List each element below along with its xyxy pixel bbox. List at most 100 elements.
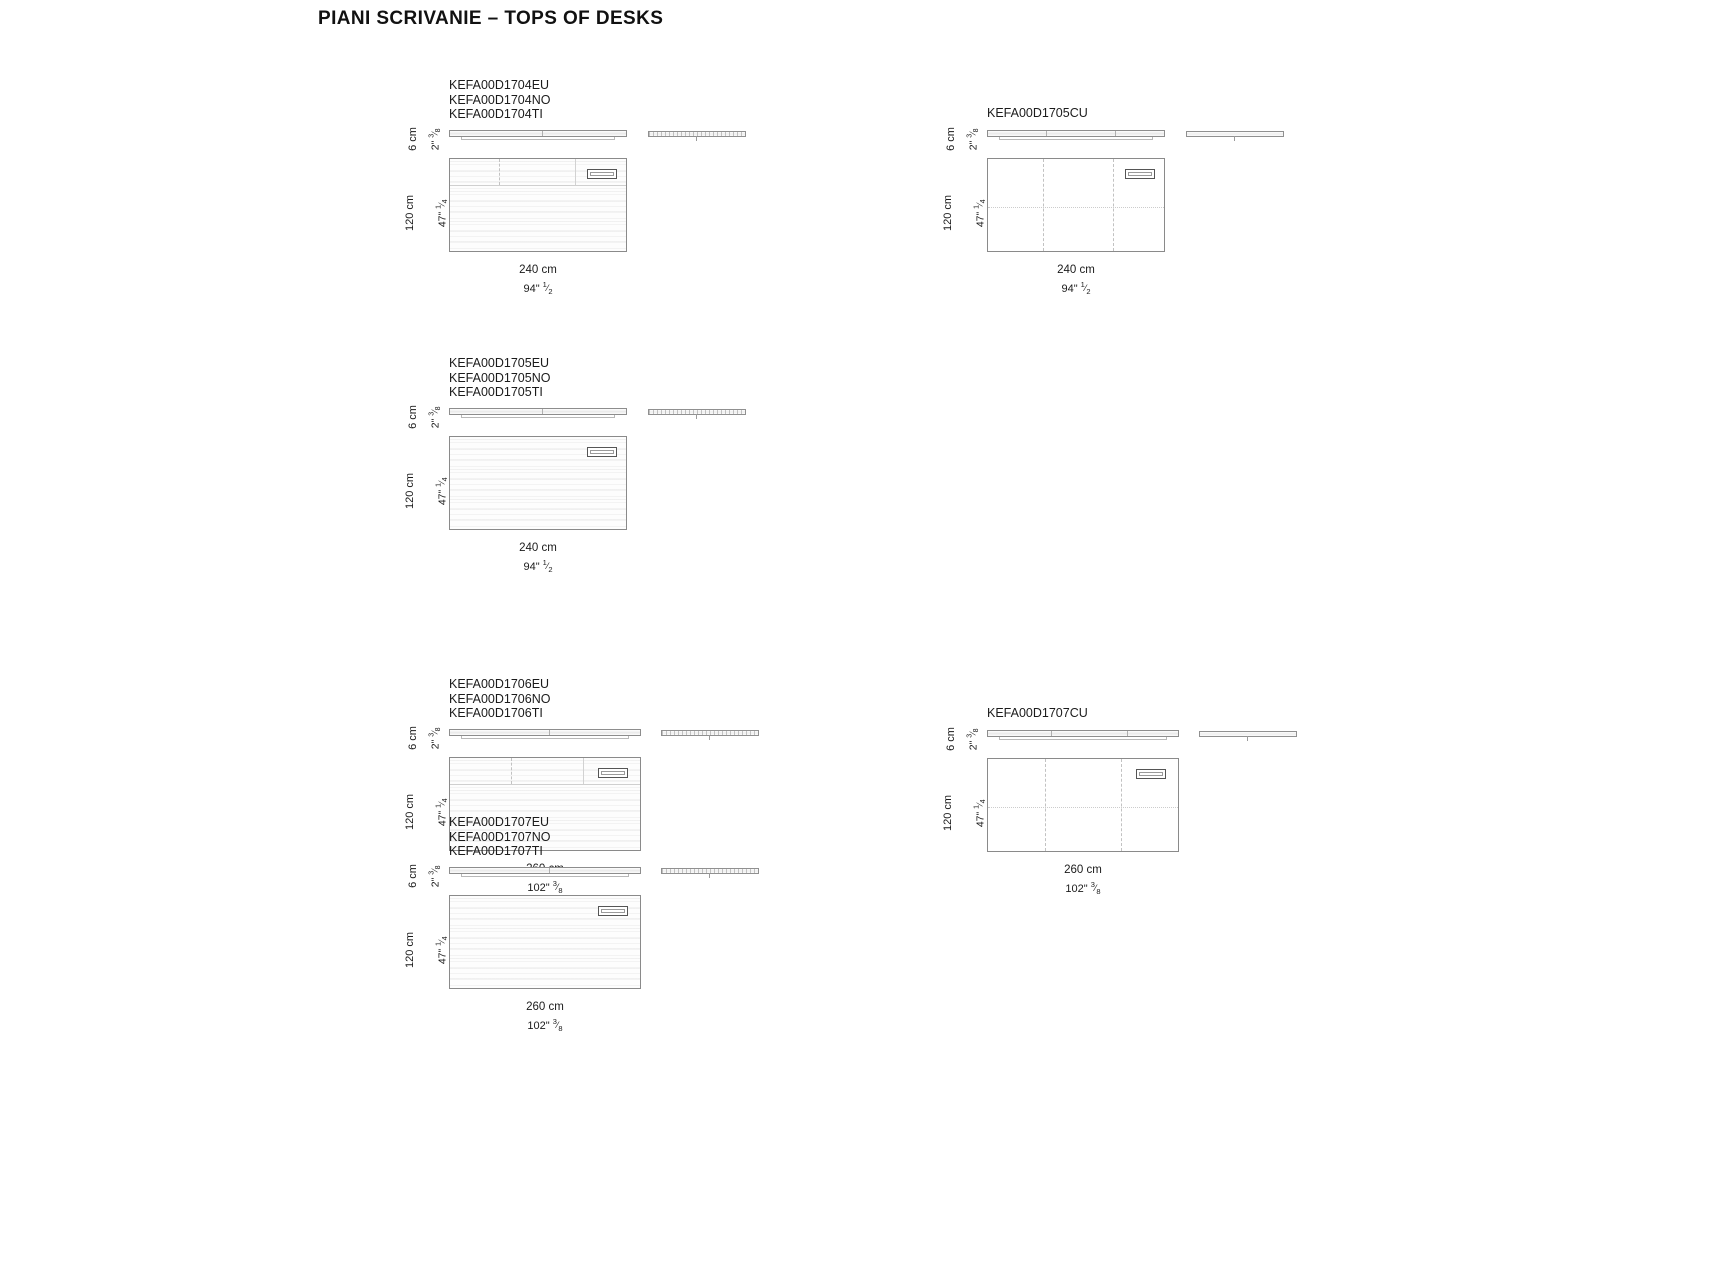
front-elevation xyxy=(987,130,1165,140)
width-inch-label: 94" 1⁄2 xyxy=(523,279,553,296)
height-cm-label: 6 cm xyxy=(406,864,419,888)
product-codes: KEFA00D1705EU KEFA00D1705NO KEFA00D1705T… xyxy=(449,356,550,400)
height-dimension: 6 cm 2" 3⁄8 xyxy=(405,726,445,750)
width-cm-label: 240 cm xyxy=(519,264,557,276)
product-block-kefa1705cu: KEFA00D1705CU 6 cm 2" 3⁄8 120 cm 47" 1⁄4… xyxy=(942,106,1547,306)
cable-grommet xyxy=(598,906,629,916)
panel-seam xyxy=(1126,731,1128,736)
depth-cm-label: 120 cm xyxy=(403,793,416,831)
product-code: KEFA00D1707TI xyxy=(449,844,543,859)
product-code: KEFA00D1704NO xyxy=(449,92,551,107)
height-inch-label: 2" 3⁄8 xyxy=(428,727,443,749)
end-elevation xyxy=(661,868,759,878)
center-tick xyxy=(709,873,711,878)
front-elevation xyxy=(449,408,627,418)
front-elevation xyxy=(449,867,641,877)
divider-solid xyxy=(583,758,584,784)
end-elevation xyxy=(1186,131,1284,141)
height-dimension: 6 cm 2" 3⁄8 xyxy=(943,127,983,151)
width-dimension: 260 cm 102" 3⁄8 xyxy=(987,864,1179,898)
top-strip xyxy=(450,758,640,785)
height-inch-label: 2" 3⁄8 xyxy=(428,865,443,887)
height-cm-label: 6 cm xyxy=(406,127,419,151)
divider-dashed xyxy=(510,758,512,784)
hatch-pattern xyxy=(649,132,745,136)
center-tick xyxy=(696,414,698,419)
height-cm-label: 6 cm xyxy=(406,405,419,429)
height-inch-label: 2" 3⁄8 xyxy=(428,406,443,428)
panel-seam xyxy=(541,409,543,414)
center-tick xyxy=(1247,736,1249,741)
product-codes: KEFA00D1707CU xyxy=(987,706,1088,721)
width-cm-label: 260 cm xyxy=(526,1001,564,1013)
width-cm-label: 240 cm xyxy=(519,542,557,554)
height-cm-label: 6 cm xyxy=(944,127,957,151)
height-inch-label: 2" 3⁄8 xyxy=(428,128,443,150)
depth-dimension: 120 cm 47" 1⁄4 xyxy=(403,166,449,260)
height-cm-label: 6 cm xyxy=(944,727,957,751)
cable-grommet xyxy=(598,768,629,778)
height-dimension: 6 cm 2" 3⁄8 xyxy=(943,727,983,751)
center-tick xyxy=(696,136,698,141)
depth-dimension: 120 cm 47" 1⁄4 xyxy=(403,765,449,859)
width-inch-label: 94" 1⁄2 xyxy=(1061,279,1091,296)
height-cm-label: 6 cm xyxy=(406,726,419,750)
width-dimension: 240 cm 94" 1⁄2 xyxy=(987,264,1165,298)
divider-dashed xyxy=(1121,759,1122,851)
plan-view xyxy=(449,436,627,530)
panel-seam xyxy=(548,730,550,735)
panel-seam xyxy=(548,868,550,873)
cable-grommet xyxy=(1125,169,1156,179)
width-dimension: 240 cm 94" 1⁄2 xyxy=(449,542,627,576)
depth-dimension: 120 cm 47" 1⁄4 xyxy=(403,444,449,538)
product-block-kefa1707: KEFA00D1707EU KEFA00D1707NO KEFA00D1707T… xyxy=(404,815,1009,1040)
width-inch-label: 94" 1⁄2 xyxy=(523,557,553,574)
product-code: KEFA00D1707CU xyxy=(987,706,1088,720)
width-cm-label: 240 cm xyxy=(1057,264,1095,276)
divider-solid xyxy=(574,159,576,185)
product-code: KEFA00D1704TI xyxy=(449,107,543,122)
product-code: KEFA00D1705NO xyxy=(449,370,551,385)
divider-dashed xyxy=(1042,159,1044,251)
height-dimension: 6 cm 2" 3⁄8 xyxy=(405,405,445,429)
product-code: KEFA00D1705EU xyxy=(449,356,550,370)
width-inch-label: 102" 3⁄8 xyxy=(527,1016,563,1033)
product-block-kefa1705: KEFA00D1705EU KEFA00D1705NO KEFA00D1705T… xyxy=(404,356,1009,581)
end-elevation xyxy=(1199,731,1297,741)
product-codes: KEFA00D1707EU KEFA00D1707NO KEFA00D1707T… xyxy=(449,815,550,859)
plan-view xyxy=(449,895,641,989)
depth-dimension: 120 cm 47" 1⁄4 xyxy=(403,903,449,997)
center-tick xyxy=(709,735,711,740)
height-dimension: 6 cm 2" 3⁄8 xyxy=(405,864,445,888)
divider-dashed xyxy=(499,159,501,185)
product-code: KEFA00D1706EU xyxy=(449,677,550,691)
cable-grommet xyxy=(587,169,618,179)
panel-seam xyxy=(1046,131,1048,136)
product-code: KEFA00D1707NO xyxy=(449,829,551,844)
product-block-kefa1707cu: KEFA00D1707CU 6 cm 2" 3⁄8 120 cm 47" 1⁄4… xyxy=(942,706,1547,906)
product-code: KEFA00D1707EU xyxy=(449,815,550,829)
top-strip xyxy=(450,159,626,186)
product-code: KEFA00D1705CU xyxy=(987,106,1088,120)
end-elevation xyxy=(648,409,746,419)
cable-grommet xyxy=(1136,769,1167,779)
plan-view xyxy=(449,158,627,252)
depth-cm-label: 120 cm xyxy=(403,194,416,232)
plan-view xyxy=(987,158,1165,252)
product-codes: KEFA00D1705CU xyxy=(987,106,1088,121)
width-dimension: 260 cm 102" 3⁄8 xyxy=(449,1001,641,1035)
front-elevation xyxy=(987,730,1179,740)
front-elevation xyxy=(449,130,627,140)
product-code: KEFA00D1705TI xyxy=(449,385,543,400)
hatch-pattern xyxy=(662,869,758,873)
depth-cm-label: 120 cm xyxy=(403,472,416,510)
end-elevation xyxy=(648,131,746,141)
depth-dimension: 120 cm 47" 1⁄4 xyxy=(941,166,987,260)
panel-seam xyxy=(1114,131,1116,136)
depth-cm-label: 120 cm xyxy=(941,194,954,232)
depth-cm-label: 120 cm xyxy=(403,931,416,969)
divider-dashed-horizontal xyxy=(988,806,1178,808)
hatch-pattern xyxy=(662,731,758,735)
divider-dashed-horizontal xyxy=(988,206,1164,208)
width-dimension: 240 cm 94" 1⁄2 xyxy=(449,264,627,298)
